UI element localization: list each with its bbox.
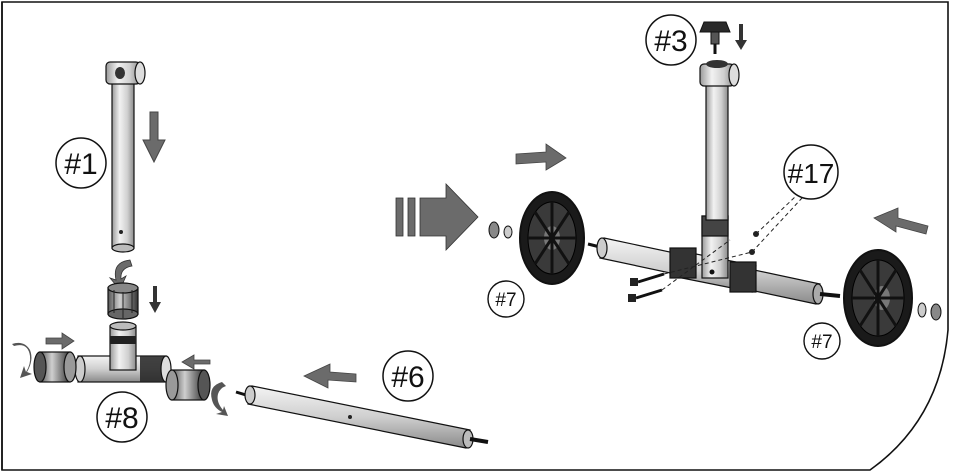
label-part-1: #1 xyxy=(55,137,107,189)
collar-nut-top xyxy=(107,282,139,320)
svg-text:#3: #3 xyxy=(654,25,687,58)
svg-text:#7: #7 xyxy=(811,332,832,353)
wheel-right xyxy=(843,249,942,347)
frame-border xyxy=(1,1,949,471)
label-part-6: #6 xyxy=(382,350,434,402)
svg-text:#6: #6 xyxy=(391,361,424,394)
svg-text:#17: #17 xyxy=(788,158,835,189)
part-1-vertical-tube xyxy=(105,61,146,253)
rotate-arrow-icon xyxy=(12,342,32,378)
collar-nut-left xyxy=(33,351,77,383)
right-arrow-icon xyxy=(45,332,75,350)
assembled-tee xyxy=(669,215,757,293)
down-arrow-icon xyxy=(735,24,747,50)
left-arrow-icon xyxy=(303,363,357,389)
left-arrow-icon xyxy=(181,354,211,370)
wheel-left xyxy=(488,191,585,285)
collar-nut-right xyxy=(165,369,211,401)
part-3-knob xyxy=(699,21,731,54)
svg-text:#1: #1 xyxy=(64,148,97,181)
part-6-horizontal-tube xyxy=(235,385,489,449)
label-part-7-right: #7 xyxy=(803,322,841,360)
svg-text:#8: #8 xyxy=(105,402,138,435)
right-arrow-icon xyxy=(515,143,567,171)
label-part-3: #3 xyxy=(645,14,697,66)
left-arrow-icon xyxy=(873,207,929,235)
down-arrow-icon xyxy=(149,286,161,313)
part-8-tee-fitting xyxy=(74,321,172,383)
label-part-7-left: #7 xyxy=(487,280,525,318)
part-17-screws xyxy=(628,195,803,302)
rotate-arrow-icon xyxy=(211,382,228,416)
down-arrow-icon xyxy=(142,111,166,164)
big-direction-arrow-icon xyxy=(395,183,479,251)
label-part-8: #8 xyxy=(96,391,148,443)
assembled-vertical-tube xyxy=(699,60,740,221)
svg-text:#7: #7 xyxy=(495,290,516,311)
label-part-17: #17 xyxy=(783,144,839,200)
